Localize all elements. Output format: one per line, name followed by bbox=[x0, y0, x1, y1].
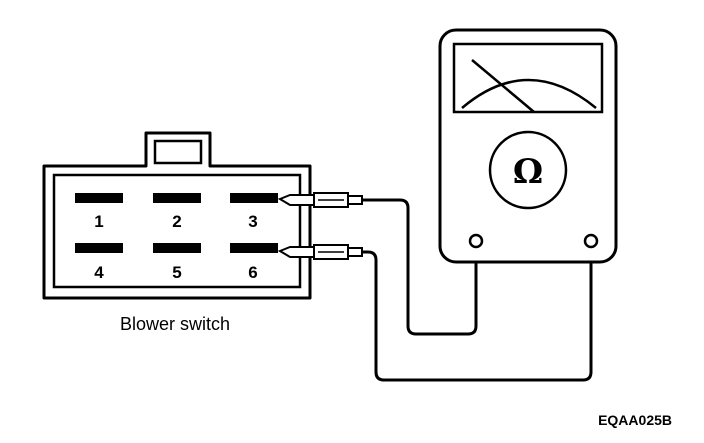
terminal-slot-5 bbox=[153, 243, 201, 253]
terminal-slot-6 bbox=[230, 243, 278, 253]
meter-terminal-right bbox=[583, 233, 599, 249]
pin-label-6: 6 bbox=[248, 263, 257, 282]
meter-scale-arc bbox=[461, 78, 597, 109]
meter-display-window bbox=[452, 42, 604, 114]
terminal-slot-4 bbox=[75, 243, 123, 253]
meter-needle bbox=[471, 59, 535, 113]
figure-code: EQAA025B bbox=[598, 412, 672, 428]
connector-caption: Blower switch bbox=[120, 314, 230, 334]
ohm-symbol: Ω bbox=[513, 152, 543, 192]
terminal-slot-2 bbox=[153, 193, 201, 203]
ohmmeter: Ω bbox=[438, 28, 618, 264]
probe-terminal-3 bbox=[277, 192, 363, 208]
pin-label-2: 2 bbox=[172, 212, 181, 231]
connector-inner-frame bbox=[52, 173, 302, 289]
lead-wire-terminal-3 bbox=[362, 198, 478, 336]
ohm-selector-dial bbox=[488, 130, 568, 210]
meter-terminal-left bbox=[468, 233, 484, 249]
pin-label-4: 4 bbox=[94, 263, 104, 282]
probe-terminal-6 bbox=[277, 244, 363, 260]
lead-wire-terminal-6 bbox=[362, 247, 593, 382]
blower-switch-connector: 1 2 3 4 5 6 bbox=[42, 131, 312, 300]
pin-label-1: 1 bbox=[94, 212, 103, 231]
pin-label-3: 3 bbox=[248, 212, 257, 231]
pin-label-5: 5 bbox=[172, 263, 181, 282]
connector-latch bbox=[153, 139, 203, 165]
terminal-slot-1 bbox=[75, 193, 123, 203]
terminal-slot-3 bbox=[230, 193, 278, 203]
